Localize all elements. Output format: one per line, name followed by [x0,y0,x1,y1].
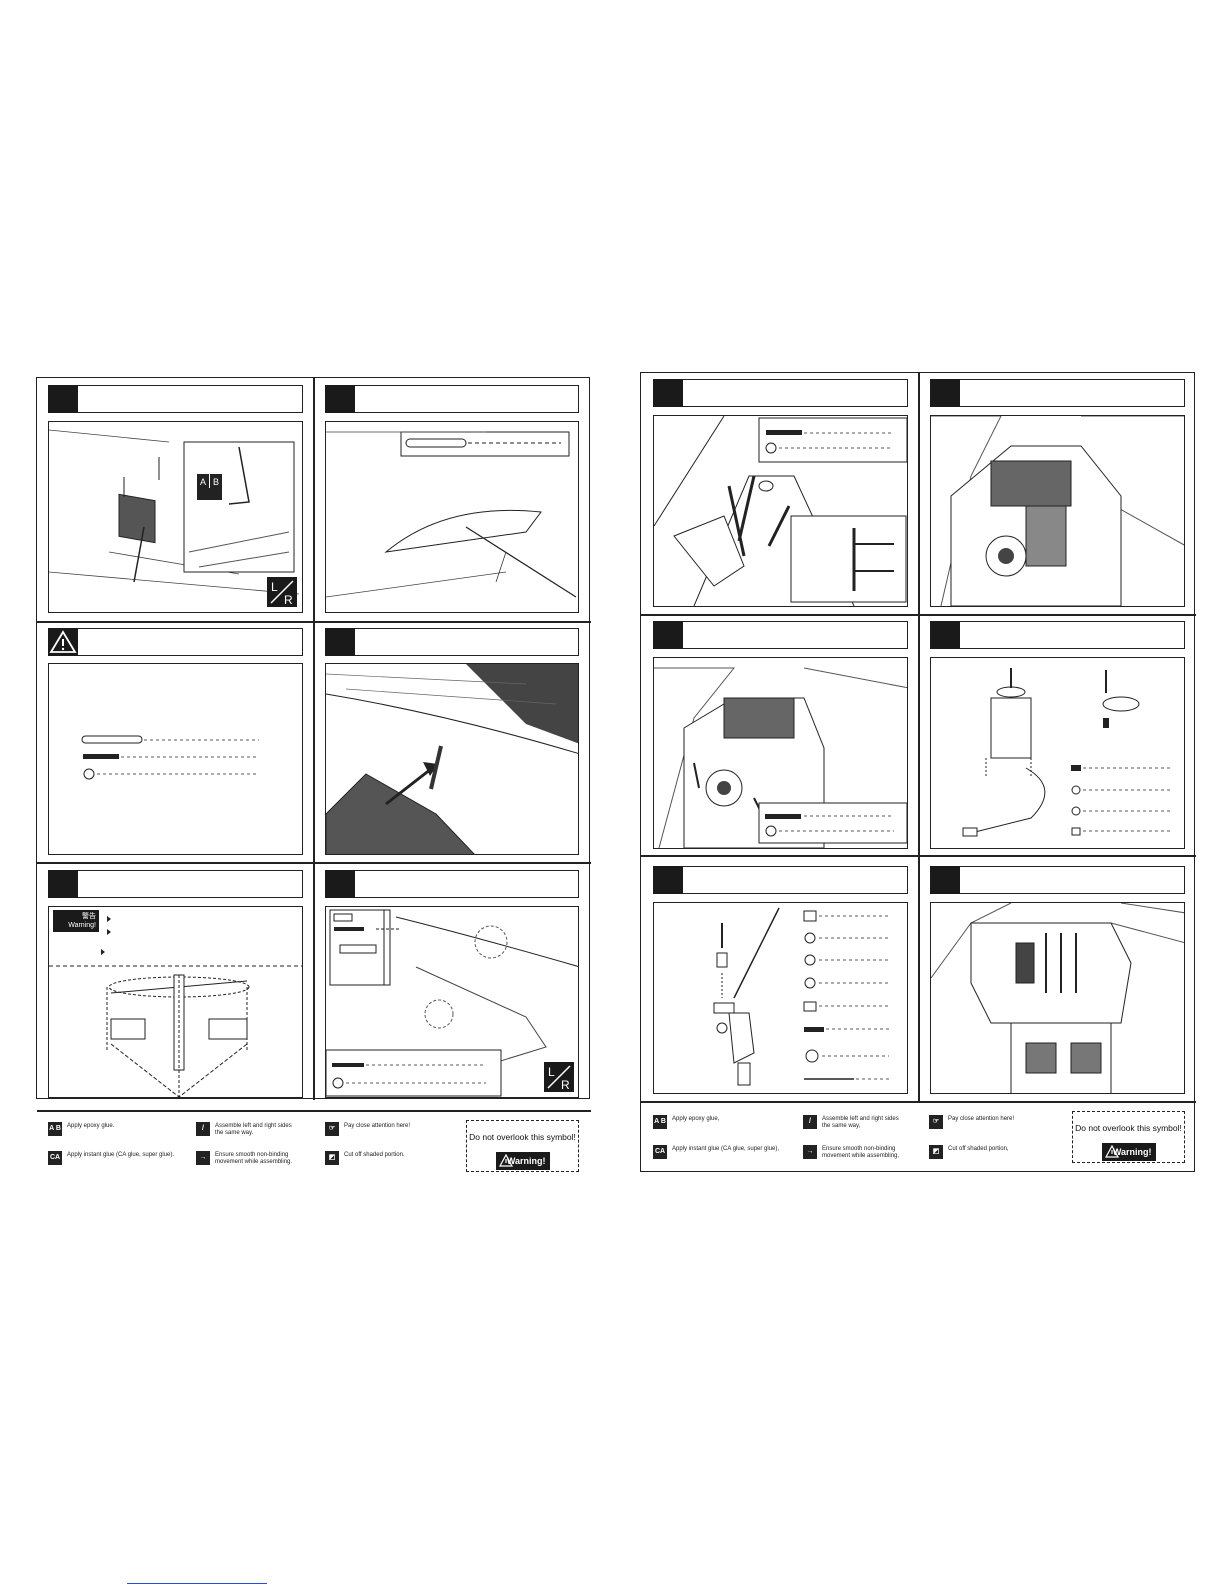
svg-text:L: L [548,1065,555,1079]
wing-joiner-diagram [326,431,577,598]
row-divider [37,862,591,864]
symbol-legend: A B Apply epoxy glue, CA Apply instant g… [641,1105,1196,1169]
row-divider [37,621,591,623]
step-number-badge [48,385,78,413]
right-manual-page: A B Apply epoxy glue, CA Apply instant g… [640,372,1196,1172]
symbol-legend: A B Apply epoxy glue. CA Apply instant g… [37,1114,591,1176]
epoxy-glue-icon: A B [653,1115,667,1129]
warning-symbol-box: Do not overlook this symbol! Warning! [466,1120,579,1172]
step-title-bar [930,379,1185,407]
step-title-bar [325,870,579,898]
warning-triangle-icon [49,630,77,653]
carburetor-linkage-diagram [713,907,889,1086]
step-number-badge [653,621,683,649]
left-right-icon: / [803,1115,817,1129]
step-illustration [930,415,1185,607]
pointing-hand-icon: ☞ [929,1115,943,1129]
step-illustration [325,663,579,855]
step-illustration: A B L R [48,421,303,613]
warning-title-bar [48,628,303,656]
legend-divider [37,1110,591,1112]
servo-mount-diagram: A B [49,429,300,595]
svg-text:R: R [561,1078,570,1092]
wing-fitting-diagram [326,664,578,854]
step-title-bar [653,866,908,894]
engine-mount-bolts-diagram [654,416,907,606]
warning-symbol-box: Do not overlook this symbol! Warning! [1072,1111,1185,1163]
warning-label-cn: 警告 [82,913,96,920]
engine-installed-diagram [931,416,1184,606]
step-number-badge [653,379,683,407]
left-manual-page: A B L R [36,377,591,1172]
legend-divider [641,1101,1196,1103]
svg-text:B: B [213,477,219,487]
step-number-badge [48,870,78,898]
engine-bolting-diagram [654,667,907,848]
warning-badge: Warning! [1101,1143,1156,1161]
step-illustration [930,902,1185,1094]
svg-text:L: L [271,580,278,594]
step-number-badge [930,379,960,407]
step-title-bar [930,621,1185,649]
parts-list-diagram [81,735,259,780]
step-number-badge [325,870,355,898]
overlook-text: Do not overlook this symbol! [469,1132,576,1142]
throttle-servo-installed-diagram [931,903,1184,1093]
step-title-bar [930,866,1185,894]
step-number-badge [930,621,960,649]
step-illustration [653,902,908,1094]
column-divider [918,373,920,1101]
step-illustration [653,415,908,607]
step-title-bar [48,385,303,413]
step-number-badge [325,385,355,413]
step-title-bar [653,379,908,407]
cut-off-icon: ◩ [325,1151,339,1165]
servo-parts-diagram [962,668,1171,837]
warning-badge: Warning! [495,1152,550,1170]
step-title-bar [653,621,908,649]
column-divider [313,378,315,1100]
left-right-icon: / [196,1122,210,1136]
warning-triangle-icon [1104,1145,1119,1158]
step-illustration [325,421,579,613]
row-divider [641,614,1196,616]
step-illustration: 警告 Warning! [48,906,303,1098]
step-illustration: L R [325,906,579,1098]
fuselage-bolt-diagram [326,909,578,1097]
ca-glue-icon: CA [653,1145,667,1159]
smooth-movement-icon: → [196,1151,210,1165]
overlook-text: Do not overlook this symbol! [1075,1123,1182,1133]
step-title-bar [325,385,579,413]
parts-list-panel [48,663,303,855]
step-number-badge [930,866,960,894]
epoxy-glue-icon: A B [48,1122,62,1136]
left-right-badge: L R [267,577,297,607]
footer-link-underline[interactable] [127,1583,267,1584]
step-title-bar [325,628,579,656]
step-title-bar [48,870,303,898]
warning-triangle-icon [498,1154,513,1167]
warning-label: 警告 Warning! [53,910,99,932]
row-divider [641,855,1196,857]
svg-text:R: R [284,593,293,607]
pointing-hand-icon: ☞ [325,1122,339,1136]
ca-glue-icon: CA [48,1151,62,1165]
cut-off-icon: ◩ [929,1145,943,1159]
warning-label-en: Warning! [68,922,96,929]
step-number-badge [325,628,355,656]
wing-alignment-diagram [49,916,302,1097]
step-illustration [653,657,908,849]
smooth-movement-icon: → [803,1145,817,1159]
svg-text:A: A [200,477,206,487]
left-right-badge: L R [544,1062,574,1092]
step-illustration [930,657,1185,849]
warning-badge [48,628,78,656]
step-number-badge [653,866,683,894]
